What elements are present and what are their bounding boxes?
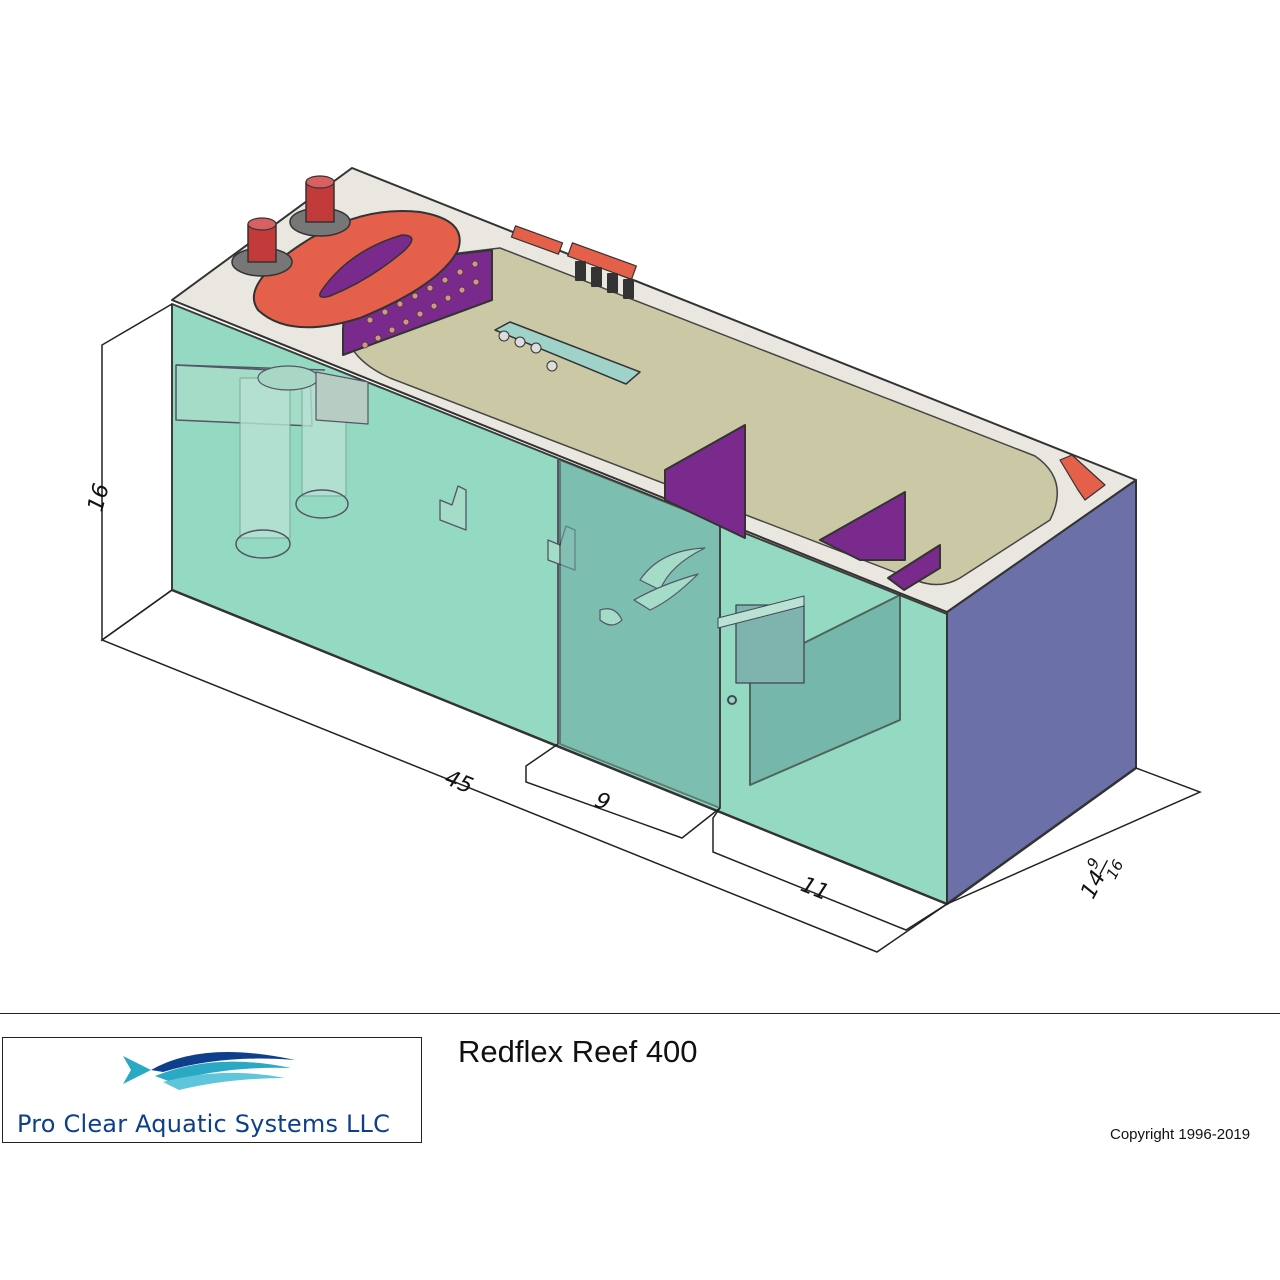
sump-drawing: 16 45 9 11 14 9 16	[83, 167, 1202, 953]
company-name: Pro Clear Aquatic Systems LLC	[17, 1110, 391, 1138]
copyright-notice: Copyright 1996-2019	[1110, 1126, 1251, 1143]
sump-body	[171, 167, 1137, 906]
pipe-fittings	[231, 175, 351, 277]
dosing-rail	[494, 321, 641, 385]
length-dimension: 45	[441, 766, 476, 800]
fish-logo-icon	[123, 1052, 295, 1090]
company-logo-box: Pro Clear Aquatic Systems LLC	[2, 1037, 422, 1143]
baffle-2	[819, 491, 906, 561]
depth-dimension: 14 9 16	[1076, 855, 1127, 903]
product-title: Redflex Reef 400	[458, 1034, 698, 1069]
svg-text:9: 9	[1083, 855, 1103, 872]
fish-cutout-icon	[599, 547, 706, 626]
dosing-manifold	[510, 225, 1106, 501]
baffle-1	[664, 424, 746, 539]
dimension-lines	[100, 303, 1202, 953]
height-dimension: 16	[83, 481, 114, 515]
baffle-3	[887, 544, 941, 591]
section-b-dimension: 11	[797, 872, 832, 906]
title-block-divider	[0, 1013, 1280, 1014]
